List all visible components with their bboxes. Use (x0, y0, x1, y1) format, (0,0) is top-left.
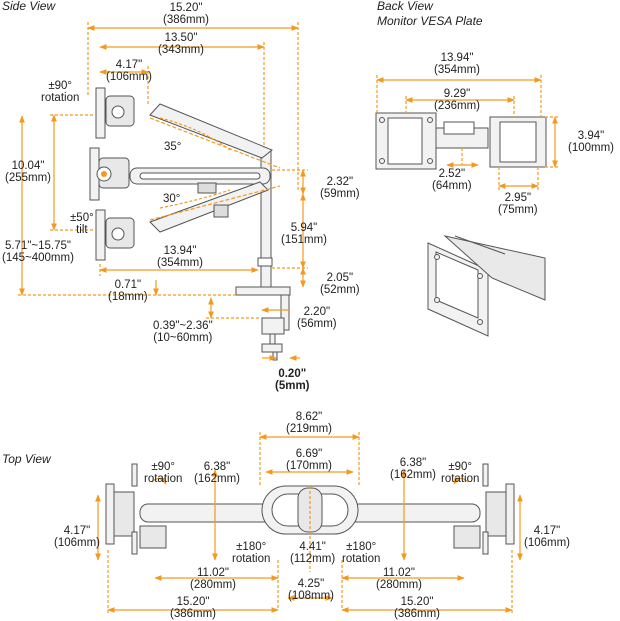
label-rotation-180-left: ±180°rotation (232, 541, 271, 565)
clamp-bottom (261, 317, 285, 335)
clamp-jaw (280, 294, 290, 331)
dim-5-94: 5.94"(151mm) (281, 222, 328, 246)
angle-30: 30° (163, 193, 181, 205)
top-view-title: Top View (2, 452, 51, 466)
label-rotation-90-left: ±90°rotation (144, 461, 183, 485)
label-rotation-90-right: ±90°rotation (441, 461, 480, 485)
plate-top (95, 87, 106, 139)
dim-15-20-right: 15.20"(386mm) (394, 596, 441, 620)
dim-2-52: 2.52"(64mm) (432, 168, 472, 192)
dim-0-20: 0.20"(5mm) (275, 368, 310, 392)
dim-height-range: 5.71"~15.75"(145~400mm) (2, 240, 74, 264)
dim-13-94-side: 13.94"(354mm) (157, 245, 204, 269)
dim-2-20: 2.20"(56mm) (297, 306, 337, 330)
dim-13-50: 13.50"(343mm) (158, 32, 205, 56)
plate-bottom (95, 209, 106, 261)
dim-13-94-back: 13.94"(354mm) (434, 52, 481, 76)
base-plate (235, 286, 291, 296)
label-tilt-50: ±50°tilt (70, 212, 94, 236)
side-view-title: Side View (2, 0, 56, 13)
top-plate-left (105, 483, 115, 545)
back-view-drawing (375, 112, 547, 337)
dim-3-94: 3.94"(100mm) (568, 130, 615, 154)
dim-4-17-right: 4.17"(106mm) (524, 525, 571, 549)
dim-4-25: 4.25"(108mm) (288, 578, 335, 602)
top-plate-right (505, 483, 515, 545)
top-view-dimensions (95, 432, 523, 615)
clamp-knob (261, 343, 283, 353)
dim-4-17-left: 4.17"(106mm) (54, 525, 101, 549)
dim-0-71: 0.71"(18mm) (108, 279, 148, 303)
dim-clamp-range: 0.39"~2.36"(10~60mm) (153, 320, 213, 344)
dim-4-17-side: 4.17"(106mm) (106, 59, 153, 83)
top-arm-left (139, 503, 281, 523)
dim-10-04: 10.04"(255mm) (5, 160, 52, 184)
dim-11-02-left: 11.02"(280mm) (190, 567, 237, 591)
dim-4-41: 4.41"(112mm) (290, 541, 336, 565)
dim-2-95: 2.95"(75mm) (498, 192, 538, 216)
dim-8-62: 8.62"(219mm) (286, 411, 333, 435)
side-view-dimensions (18, 22, 308, 361)
dim-6-69: 6.69"(170mm) (286, 448, 333, 472)
back-view-title: Back View (377, 0, 433, 13)
top-arm-right (339, 503, 481, 523)
arm-upper (149, 103, 273, 159)
label-rotation-90: ±90°rotation (41, 80, 80, 104)
dim-15-20-side: 15.20"(386mm) (163, 2, 210, 26)
dim-9-29: 9.29"(236mm) (434, 88, 481, 112)
angle-35: 35° (164, 141, 182, 153)
arm-lower (149, 181, 269, 233)
label-rotation-180-right: ±180°rotation (342, 541, 381, 565)
dim-2-32: 2.32"(59mm) (320, 176, 360, 200)
dim-6-38-right: 6.38"(162mm) (390, 457, 437, 481)
dim-15-20-left: 15.20"(386mm) (170, 596, 217, 620)
back-view-dimensions (376, 75, 560, 191)
side-view-drawing (89, 87, 291, 361)
dim-6-38-left: 6.38"(162mm) (194, 461, 241, 485)
back-view-subtitle: Monitor VESA Plate (377, 14, 483, 28)
dim-11-02-right: 11.02"(280mm) (376, 567, 423, 591)
dim-2-05: 2.05"(52mm) (320, 272, 360, 296)
